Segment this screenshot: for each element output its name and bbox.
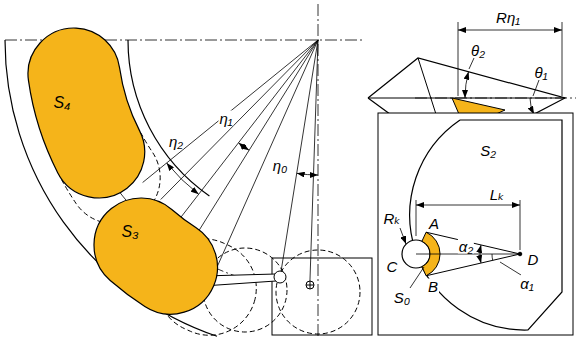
angle-dimension xyxy=(297,173,318,175)
extension-line xyxy=(458,22,459,96)
center-line xyxy=(416,254,520,255)
tool-center-marker xyxy=(310,281,311,289)
symbol-label: θ₁ xyxy=(534,65,549,80)
region-outline xyxy=(92,196,219,316)
radial-line xyxy=(143,40,318,183)
leader-line xyxy=(469,58,474,69)
tool-pivot xyxy=(274,271,286,283)
symbol-label: α₂ xyxy=(458,239,474,254)
angle-dimension xyxy=(238,143,249,150)
symbol-label: Lₖ xyxy=(489,187,506,202)
symbol-label: η₀ xyxy=(272,158,289,173)
leader-line xyxy=(400,228,406,244)
angle-dimension xyxy=(465,72,469,98)
engagement-line xyxy=(426,254,520,276)
symbol-label: η₁ xyxy=(218,111,233,126)
extension-line xyxy=(520,200,521,250)
symbol-label: θ₂ xyxy=(470,43,486,58)
detail-frame xyxy=(378,113,573,335)
region-label: S₃ xyxy=(121,224,138,240)
angle-dimension xyxy=(167,163,199,194)
symbol-label: Rη₁ xyxy=(495,10,521,25)
leader-line xyxy=(410,267,424,288)
symbol-label: α₁ xyxy=(519,276,534,291)
extension-line xyxy=(562,22,563,96)
point-marker xyxy=(518,252,522,256)
symbol-label: D xyxy=(527,252,540,267)
symbol-label: C xyxy=(386,259,399,274)
tool-center-marker xyxy=(306,281,314,289)
region-shape xyxy=(28,28,145,198)
angle-dimension xyxy=(480,245,481,263)
radial-line xyxy=(310,40,318,285)
engagement-line xyxy=(426,232,520,254)
radial-line xyxy=(212,40,318,279)
radial-line xyxy=(181,40,318,217)
tool-position-outline xyxy=(276,250,360,334)
machining-region: S₃ xyxy=(92,196,219,316)
symbol-label: A xyxy=(428,216,440,231)
tool-edge xyxy=(368,98,565,99)
workpiece-outline xyxy=(410,120,562,330)
machining-region: S₄ xyxy=(26,26,147,200)
dimension-line xyxy=(416,205,520,206)
leader-line xyxy=(500,262,521,275)
leader-line xyxy=(533,80,539,96)
symbol-label: S₂ xyxy=(479,143,497,158)
angle-dimension xyxy=(530,98,534,114)
angle-dimension xyxy=(491,254,493,260)
symbol-label: B xyxy=(427,279,439,294)
region-label: S₄ xyxy=(53,95,70,111)
symbol-label: Rₖ xyxy=(382,211,401,226)
region-outline xyxy=(26,26,147,200)
symbol-label: S₀ xyxy=(393,290,411,305)
radial-line xyxy=(161,40,318,199)
dimension-line xyxy=(458,30,562,31)
symbol-label: η₂ xyxy=(168,134,184,149)
detail-frame xyxy=(272,258,372,335)
radial-line xyxy=(199,40,318,231)
region-shape xyxy=(94,198,217,314)
